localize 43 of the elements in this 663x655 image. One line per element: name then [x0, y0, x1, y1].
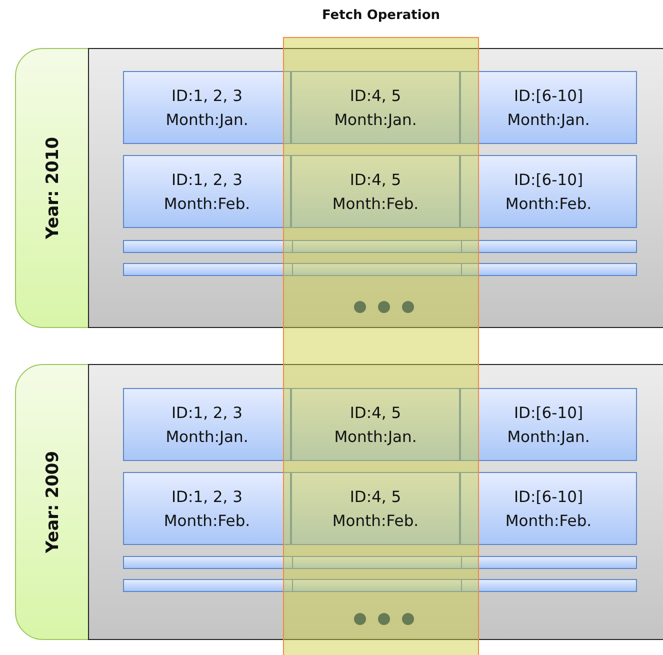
- cell-text: Month:Jan.: [507, 426, 590, 448]
- cell-text: ID:4, 5: [350, 486, 402, 508]
- cell-text: Month:Jan.: [507, 110, 590, 130]
- cell-text: ID:4, 5: [350, 170, 402, 190]
- row-bar: [123, 263, 637, 276]
- cell-text: Month:Feb.: [332, 510, 419, 532]
- cell-text: ID:[6-10]: [514, 486, 583, 508]
- partition-cell: [460, 472, 637, 545]
- partition-cell: [123, 155, 291, 228]
- partition-cell: [123, 388, 291, 461]
- cell-text: ID:1, 2, 3: [171, 402, 243, 424]
- cell-text: Month:Feb.: [332, 194, 419, 214]
- row-bar: [123, 240, 637, 253]
- partition-cell: [291, 155, 460, 228]
- cell-text: Month:Jan.: [166, 426, 248, 448]
- partition-cell: [291, 388, 460, 461]
- cell-text: Month:Jan.: [334, 426, 417, 448]
- cell-text: ID:[6-10]: [514, 86, 583, 106]
- row-bar: [123, 556, 637, 569]
- row-bar: [123, 579, 637, 592]
- cell-text: ID:1, 2, 3: [171, 170, 243, 190]
- band-title: Fetch Operation: [320, 8, 442, 23]
- cell-text: Month:Feb.: [505, 510, 592, 532]
- year-label: Year: 2010: [43, 136, 63, 240]
- cell-text: ID:[6-10]: [514, 170, 583, 190]
- cell-text: Month:Jan.: [334, 110, 417, 130]
- cell-text: Month:Feb.: [164, 194, 250, 214]
- cell-text: ID:1, 2, 3: [171, 86, 243, 106]
- cell-text: ID:[6-10]: [514, 402, 583, 424]
- cell-text: Month:Feb.: [164, 510, 250, 532]
- partition-cell: [460, 388, 637, 461]
- partition-cell: [460, 155, 637, 228]
- year-label: Year: 2009: [43, 450, 63, 554]
- cell-text: Month:Feb.: [505, 194, 592, 214]
- cell-text: ID:4, 5: [350, 86, 402, 106]
- partition-cell: [123, 71, 291, 144]
- partition-cell: [460, 71, 637, 144]
- cell-text: Month:Jan.: [166, 110, 248, 130]
- partition-cell: [291, 71, 460, 144]
- cell-text: ID:4, 5: [350, 402, 402, 424]
- cell-text: ID:1, 2, 3: [171, 486, 243, 508]
- partition-cell: [123, 472, 291, 545]
- partition-cell: [291, 472, 460, 545]
